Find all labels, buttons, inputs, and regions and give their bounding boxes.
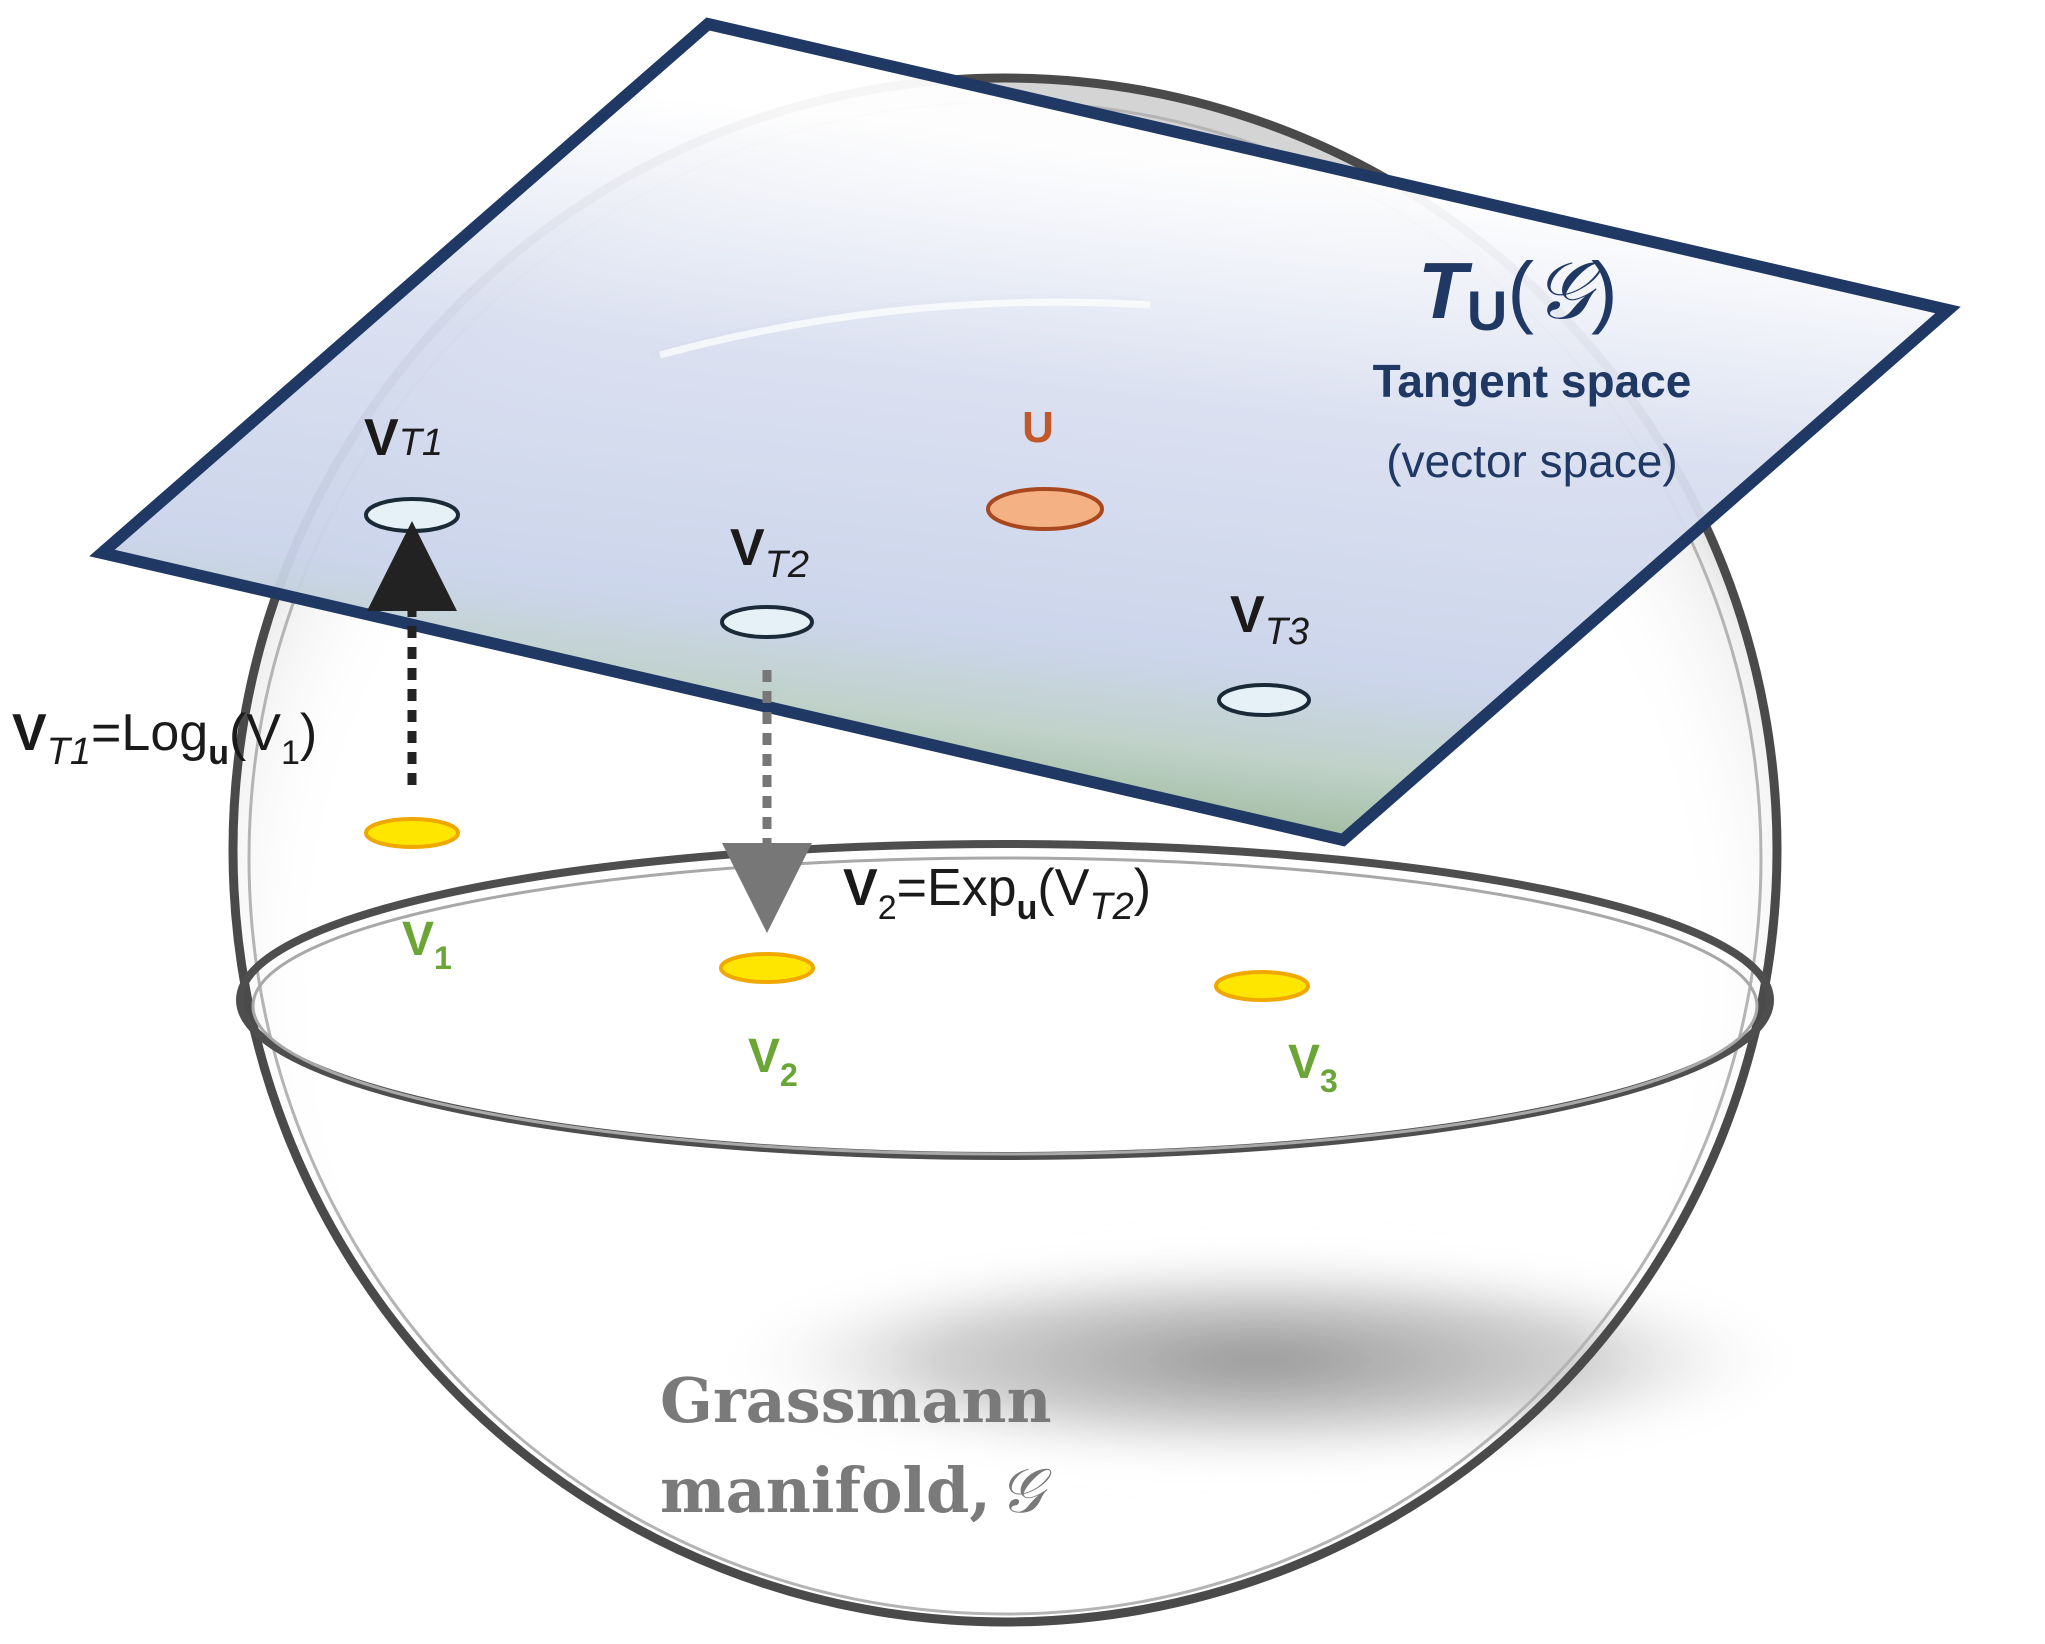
point-vt3 bbox=[1217, 683, 1311, 717]
point-v2-label: V2 bbox=[748, 1030, 798, 1093]
tangent-space-subtitle: (vector space) bbox=[1386, 435, 1677, 487]
symbol-open-paren: ( bbox=[1507, 246, 1534, 335]
point-vt2-label: VT2 bbox=[730, 519, 809, 586]
log-map-equation: VT1=Logu(V1) bbox=[12, 704, 317, 773]
tangent-space-symbol: TU(𝒢) bbox=[1418, 246, 1618, 342]
point-v3-label: V3 bbox=[1288, 1036, 1338, 1099]
point-vt1 bbox=[364, 497, 460, 533]
exp-map-equation: V2=Expu(VT2) bbox=[843, 859, 1151, 928]
point-v3 bbox=[1214, 970, 1310, 1002]
point-u bbox=[986, 487, 1104, 531]
equator-ring bbox=[236, 840, 1774, 1160]
tangent-space-title: Tangent space bbox=[1373, 355, 1692, 407]
symbol-U-subscript: U bbox=[1467, 279, 1507, 342]
tangent-plane bbox=[89, 17, 1961, 847]
point-vt2 bbox=[720, 605, 814, 639]
symbol-close-paren: ) bbox=[1591, 246, 1618, 335]
point-v1-label: V1 bbox=[402, 913, 452, 976]
point-vt1-label: VT1 bbox=[364, 409, 443, 467]
manifold-caption-line1: Grassmann bbox=[660, 1364, 1052, 1437]
point-u-label: U bbox=[1022, 403, 1054, 452]
symbol-T: T bbox=[1418, 246, 1473, 335]
point-vt3-label: VT3 bbox=[1230, 586, 1309, 653]
point-v2 bbox=[719, 952, 815, 984]
point-v1 bbox=[364, 817, 460, 849]
